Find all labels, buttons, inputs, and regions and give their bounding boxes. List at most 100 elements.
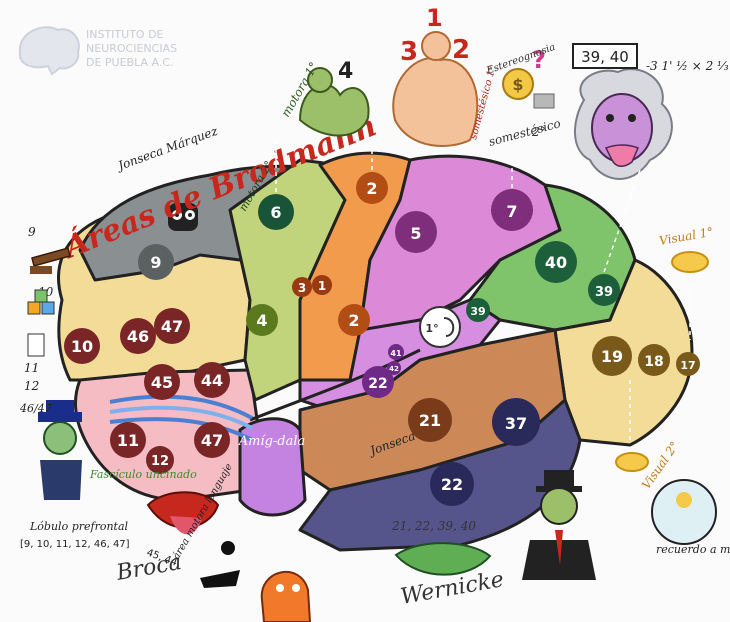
badge-area-11: 11 <box>110 422 146 458</box>
svg-text:3: 3 <box>298 281 306 295</box>
left-icons: 9 10 11 12 46/47 <box>19 225 71 415</box>
svg-text:37: 37 <box>505 414 527 433</box>
svg-text:21: 21 <box>419 411 441 430</box>
svg-text:4: 4 <box>256 311 267 330</box>
svg-text:?: ? <box>532 46 546 74</box>
badge-area-45: 45 <box>144 364 180 400</box>
left-label-11: 11 <box>24 361 39 375</box>
svg-text:40: 40 <box>545 253 567 272</box>
visual-1-group: Visual 1° <box>658 225 714 273</box>
badge-area-47-low: 47 <box>194 422 230 458</box>
badge-area-3: 3 <box>292 277 312 297</box>
svg-text:1°: 1° <box>425 322 438 335</box>
badge-area-37: 37 <box>492 398 540 446</box>
svg-text:$: $ <box>512 75 523 94</box>
motor-figure: motora 1° 4 <box>278 59 370 137</box>
somatosensory-num-1: 1 <box>426 4 443 32</box>
stick-figure-icon <box>200 570 240 588</box>
svg-text:6: 6 <box>270 203 281 222</box>
badge-area-9: 9 <box>138 244 174 280</box>
badge-area-18: 18 <box>638 344 670 376</box>
badge-area-39-post: 39 <box>466 298 490 322</box>
svg-text:18: 18 <box>644 354 663 370</box>
badge-area-5: 5 <box>395 211 437 253</box>
badge-area-17: 17 <box>676 352 700 376</box>
einstein-area-numbers: 39, 40 <box>581 48 629 66</box>
svg-text:7: 7 <box>506 202 517 221</box>
svg-text:41: 41 <box>390 349 402 358</box>
visual-1-label: Visual 1° <box>658 225 714 248</box>
bowler-hat-man <box>522 470 596 580</box>
angry-character <box>260 571 312 622</box>
badge-area-4: 4 <box>246 304 278 336</box>
author: Jonseca Márquez <box>113 124 220 174</box>
svg-text:22: 22 <box>368 376 387 392</box>
svg-text:22: 22 <box>441 475 463 494</box>
lobulo-numbers: [9, 10, 11, 12, 46, 47] <box>20 539 130 550</box>
recuerdo-label: recuerdo a mente <box>656 543 730 556</box>
svg-text:2: 2 <box>366 179 377 198</box>
somatosensory-2-degree: 2° <box>531 125 546 139</box>
area-badges: 9 6 4 2 3 1 2 5 7 40 39 39 19 18 17 1° 2… <box>64 172 700 506</box>
badge-area-10: 10 <box>64 328 100 364</box>
amygdala-label: Amíg-dala <box>238 434 306 449</box>
document-icon <box>27 333 45 357</box>
svg-text:39: 39 <box>470 305 485 318</box>
svg-text:42: 42 <box>389 365 399 373</box>
badge-area-22-low: 22 <box>430 462 474 506</box>
svg-text:45: 45 <box>151 373 173 392</box>
badge-area-41: 41 <box>388 344 404 360</box>
brain-logo-icon <box>18 26 80 76</box>
memory-bubble <box>651 479 717 545</box>
badge-area-44: 44 <box>194 362 230 398</box>
svg-text:46: 46 <box>127 327 149 346</box>
badge-area-7: 7 <box>491 189 533 231</box>
badge-area-42: 42 <box>387 361 401 375</box>
fasciculo-label: Fascículo uncinado <box>89 468 197 481</box>
mouth-icon <box>394 542 492 576</box>
badge-area-ear: 1° <box>419 306 461 348</box>
badge-area-2-top: 2 <box>356 172 388 204</box>
badge-area-6: 6 <box>258 194 294 230</box>
owl-icon <box>168 203 198 231</box>
badge-area-1-mid: 1 <box>312 275 332 295</box>
somatosensory-figure: 3 1 2 somestésico 1° <box>392 4 499 147</box>
badge-area-2-low: 2 <box>338 304 370 336</box>
svg-text:12: 12 <box>151 454 169 469</box>
svg-text:47: 47 <box>201 431 223 450</box>
uncinate-fasciculus <box>109 394 253 442</box>
logo-line-2: NEUROCIENCIAS <box>86 42 177 55</box>
badge-area-47: 47 <box>154 308 190 344</box>
pointer-lines <box>275 140 691 440</box>
badge-area-19: 19 <box>592 336 632 376</box>
badge-area-21: 21 <box>408 398 452 442</box>
logo-line-3: DE PUEBLA A.C. <box>86 56 174 69</box>
svg-text:10: 10 <box>71 337 93 356</box>
somatosensory-2-label: somestésico <box>487 116 562 149</box>
eye-icon <box>671 251 709 273</box>
badge-area-46: 46 <box>120 318 156 354</box>
svg-text:44: 44 <box>201 371 223 390</box>
svg-text:9: 9 <box>150 253 161 272</box>
blocks-icon <box>27 301 41 315</box>
coin-icon: $ ? Estereognosia somestésico 2° <box>484 42 562 149</box>
visual-2-group: Visual 2° recuerdo a mente <box>615 439 730 556</box>
einstein-figure: 39, 40 -3 1' ½ × 2 ⅓ <box>572 43 729 180</box>
lobulo-label: Lóbulo prefrontal <box>29 520 129 533</box>
badge-area-40: 40 <box>535 241 577 283</box>
svg-text:39: 39 <box>595 285 613 300</box>
motor-1-number: 4 <box>338 59 353 84</box>
badge-area-12: 12 <box>146 446 174 474</box>
badge-area-22: 22 <box>362 366 394 398</box>
institute-logo: INSTITUTO DE NEUROCIENCIAS DE PUEBLA A.C… <box>18 26 177 76</box>
left-label-12: 12 <box>24 379 39 393</box>
svg-text:47: 47 <box>161 317 183 336</box>
somatosensory-num-3: 3 <box>400 37 418 67</box>
svg-text:2: 2 <box>348 311 359 330</box>
cricket-figure: Fascículo uncinado Lóbulo prefrontal [9,… <box>20 400 197 550</box>
svg-text:17: 17 <box>680 359 695 372</box>
svg-text:1: 1 <box>318 279 326 293</box>
math-scribble: -3 1' ½ × 2 ⅓ <box>646 59 729 73</box>
badge-area-39: 39 <box>588 274 620 306</box>
